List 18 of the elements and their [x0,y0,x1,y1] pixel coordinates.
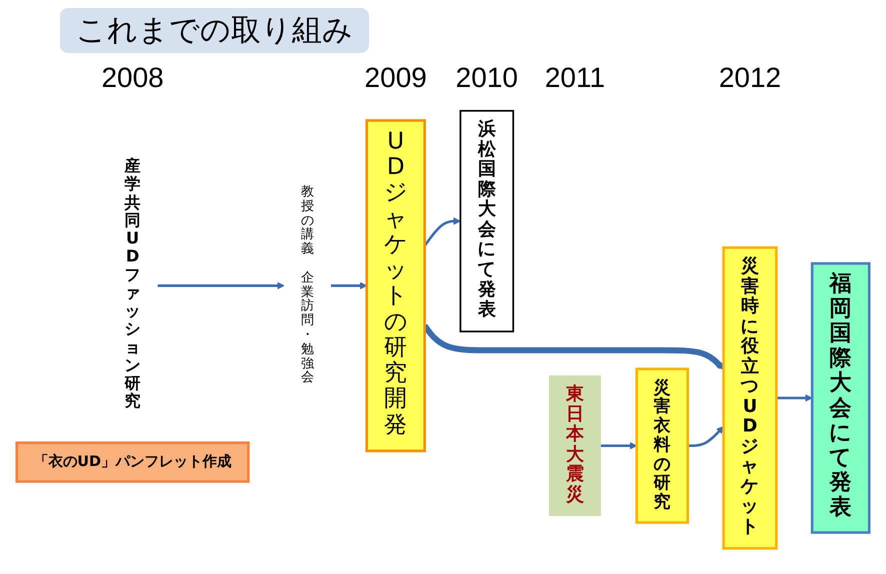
title: これまでの取り組み [60,8,369,53]
node-box: UDジャケットの研究開発 [365,119,426,452]
arrow [424,217,461,247]
node-text: 教授の講義 企業訪問・勉強会 [301,184,314,385]
year-label: 2012 [718,62,782,94]
arrow [688,426,724,448]
year-label: 2011 [544,62,606,94]
arrow [330,282,368,290]
arrow [158,282,284,290]
year-label: 2010 [456,62,518,94]
node-box: 「衣のUD」パンフレット作成 [16,442,250,483]
node-box: 福岡国際大会にて発表 [810,262,870,534]
year-label: 2009 [364,62,427,94]
node-box: 浜松国際大会にて発表 [460,110,514,332]
arrow [600,442,638,450]
year-label: 2008 [101,62,164,94]
node-box: 災害時に役立つUDジャケット [722,246,778,550]
arrow [776,394,812,402]
